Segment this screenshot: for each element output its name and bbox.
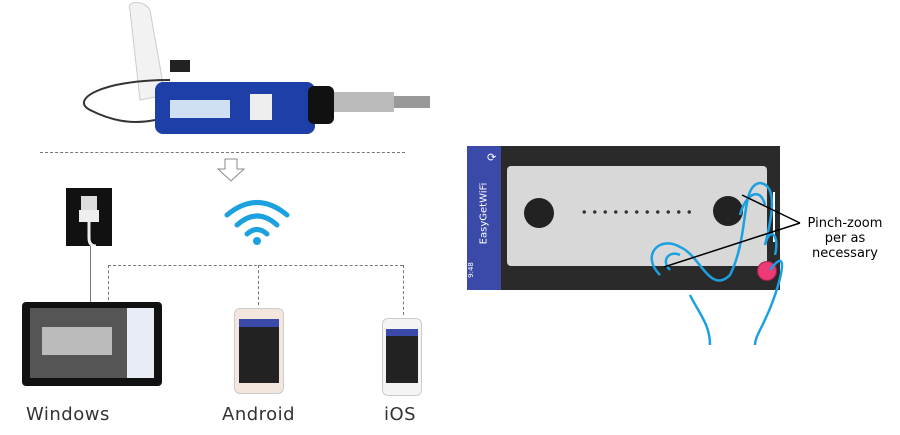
usb-icon [66, 188, 112, 248]
label-windows: Windows [26, 404, 110, 425]
app-time: 9:48 [466, 262, 475, 278]
usb-cable [90, 246, 91, 302]
refresh-icon[interactable]: ⟳ [487, 151, 497, 164]
pinch-hand-illustration [650, 181, 801, 346]
app-side-bar: EasyGetWiFi 9:48 ⟳ [467, 146, 501, 290]
divider [40, 152, 405, 153]
app-screen: EasyGetWiFi 9:48 ⟳ [467, 146, 780, 290]
connector [258, 265, 259, 305]
connector [108, 265, 109, 300]
probe-illustration [83, 2, 430, 134]
pinch-zoom-annotation: Pinch-zoom per as necessary [790, 216, 900, 261]
down-arrow-icon [216, 158, 246, 186]
android-phone [234, 308, 284, 394]
app-title[interactable]: EasyGetWiFi [478, 182, 490, 245]
label-ios: iOS [384, 404, 417, 425]
annotation-line-1: Pinch-zoom [807, 216, 883, 231]
wifi-icon [222, 195, 292, 249]
camera-image [507, 166, 767, 266]
inspection-probe [70, 0, 440, 140]
label-android: Android [222, 404, 296, 425]
scroll-bar[interactable] [773, 192, 775, 242]
windows-tablet [22, 302, 162, 386]
connector [403, 265, 404, 315]
ios-phone [382, 318, 422, 396]
wifi-connection-line [108, 265, 403, 266]
annotation-line-2: per as necessary [812, 231, 878, 261]
